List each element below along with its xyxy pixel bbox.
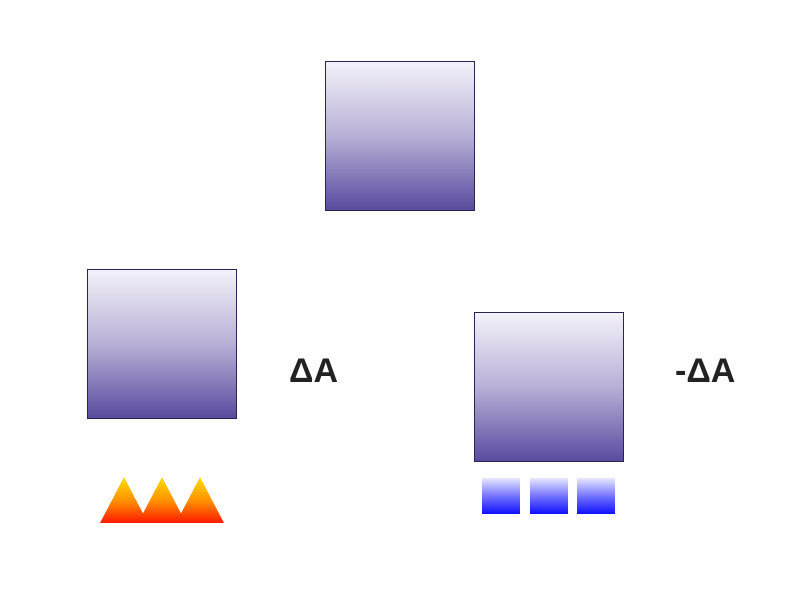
negative-delta-a-label: -ΔA bbox=[675, 352, 736, 390]
ice-block-1 bbox=[482, 478, 520, 514]
flame-peak-1 bbox=[100, 477, 148, 523]
ice-block-icon bbox=[482, 478, 616, 514]
flame-peak-2 bbox=[138, 477, 186, 523]
ice-block-2 bbox=[530, 478, 568, 514]
right-square bbox=[474, 312, 624, 462]
flame-icon bbox=[100, 477, 224, 523]
ice-block-3 bbox=[577, 478, 615, 514]
delta-a-label: ΔA bbox=[289, 352, 338, 390]
flame-peak-3 bbox=[176, 477, 224, 523]
top-square bbox=[325, 61, 475, 211]
left-square bbox=[87, 269, 237, 419]
